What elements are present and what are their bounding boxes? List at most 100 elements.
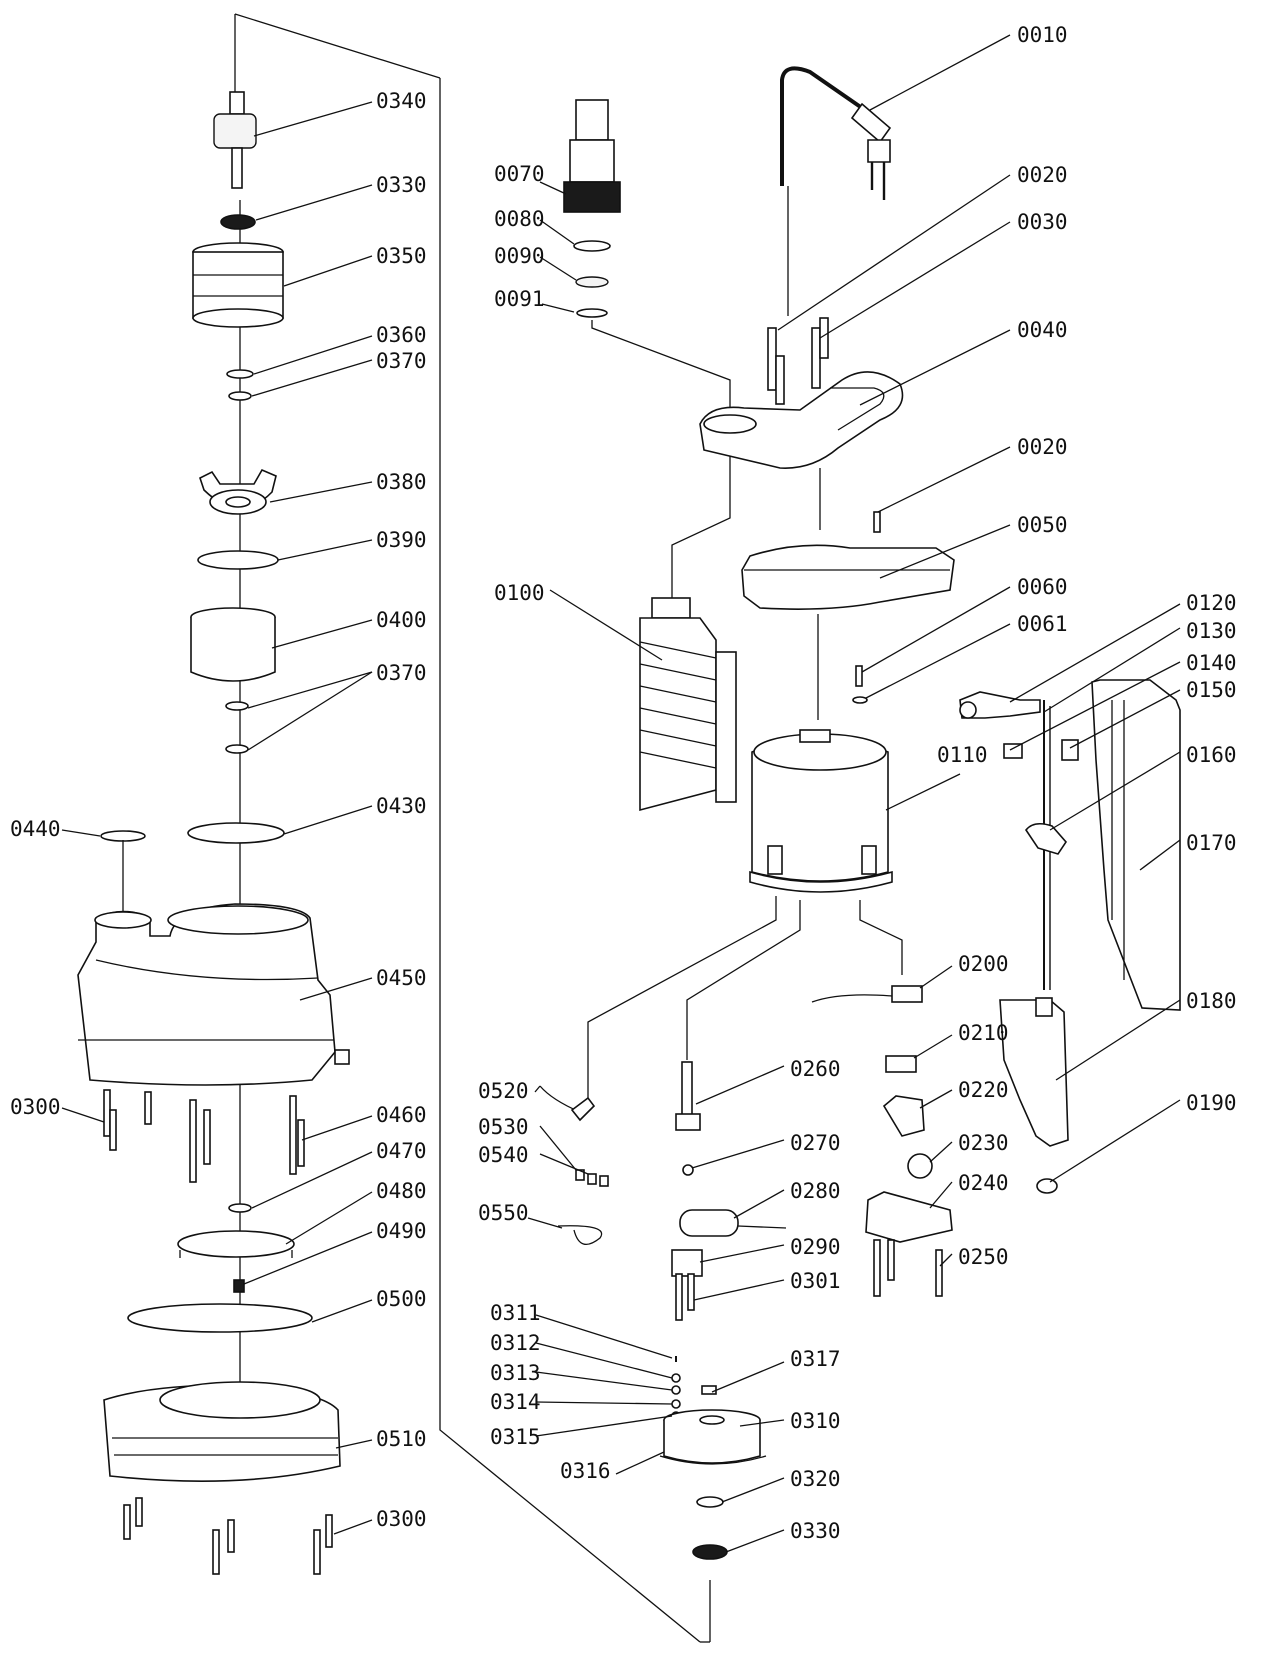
label-0250: 0250 [958,1245,1009,1269]
label-0280: 0280 [790,1179,841,1203]
label-0460: 0460 [376,1103,427,1127]
washer-0320 [696,1496,724,1508]
label-0100: 0100 [494,581,545,605]
label-0500: 0500 [376,1287,427,1311]
label-0390: 0390 [376,528,427,552]
bearing-0330-bottom [692,1544,728,1560]
label-0080: 0080 [494,207,545,231]
seal-0080 [573,240,611,252]
label-0030: 0030 [1017,210,1068,234]
disc-0480 [177,1230,295,1258]
part-0230 [907,1153,933,1179]
seal-0090 [575,276,609,288]
part-0210 [885,1055,917,1073]
washer-0360 [226,369,254,379]
washer-0061 [852,696,868,704]
clip-0140 [1003,743,1023,759]
label-0360: 0360 [376,323,427,347]
label-0550: 0550 [478,1201,529,1225]
label-0020-a: 0020 [1017,163,1068,187]
sleeve-0400 [190,607,276,682]
cover-0050 [741,544,955,720]
label-0340: 0340 [376,89,427,113]
assembly-frame-lines [234,13,711,1643]
screw-0060 [855,665,863,687]
label-0190: 0190 [1186,1091,1237,1115]
label-0480: 0480 [376,1179,427,1203]
label-0312: 0312 [490,1331,541,1355]
label-0140: 0140 [1186,651,1237,675]
shaft-0340 [213,91,257,189]
label-0270: 0270 [790,1131,841,1155]
label-0260: 0260 [790,1057,841,1081]
label-0320: 0320 [790,1467,841,1491]
label-0110: 0110 [937,743,988,767]
label-0090: 0090 [494,244,545,268]
float-ribs [639,641,717,769]
float-cover-0170 [1091,679,1181,1011]
label-0230: 0230 [958,1131,1009,1155]
label-0120: 0120 [1186,591,1237,615]
screws-0300-0460 [103,1089,305,1183]
label-0160: 0160 [1186,743,1237,767]
screws-0300-bottom [123,1497,333,1575]
parts-0530-0540 [575,1169,609,1187]
screws-0020-0030 [767,317,829,405]
label-0317: 0317 [790,1347,841,1371]
motor-housing-0110 [587,729,903,1112]
label-0400: 0400 [376,608,427,632]
capacitor-0280 [679,1209,787,1237]
label-0020-b: 0020 [1017,435,1068,459]
washer-0370-b [225,701,249,711]
label-0370-a: 0370 [376,349,427,373]
label-0200: 0200 [958,952,1009,976]
label-0510: 0510 [376,1427,427,1451]
ring-0440 [100,830,146,842]
clip-0150 [1061,739,1079,761]
label-0470: 0470 [376,1139,427,1163]
part-0260 [675,1061,701,1131]
label-0220: 0220 [958,1078,1009,1102]
label-0311: 0311 [490,1301,541,1325]
power-cable-0010 [780,66,892,316]
label-0540: 0540 [478,1143,529,1167]
label-0170: 0170 [1186,831,1237,855]
screws-0301 [675,1273,695,1321]
label-0210: 0210 [958,1021,1009,1045]
label-0300-a: 0300 [10,1095,61,1119]
label-0530: 0530 [478,1115,529,1139]
part-0290 [671,1249,703,1277]
label-0060: 0060 [1017,575,1068,599]
label-0040: 0040 [1017,318,1068,342]
washer-0370-c [225,744,249,754]
label-0310: 0310 [790,1409,841,1433]
label-0061: 0061 [1017,612,1068,636]
seal-0091 [576,308,608,318]
label-0050: 0050 [1017,513,1068,537]
top-cover-0040 [699,371,904,530]
washer-0370-a [228,391,252,401]
leader-lines [61,34,1181,1553]
switch-0200 [811,985,923,1003]
ring-0390 [197,550,279,570]
label-0350: 0350 [376,244,427,268]
seal-ring-0430 [187,822,285,844]
outlet-fitting-0070 [563,99,731,600]
label-0330-b: 0330 [790,1519,841,1543]
bearing-0330-top [220,214,256,230]
screws-0250 [873,1239,943,1297]
float-switch-0100 [639,597,737,812]
right-stack [539,66,1181,1560]
part-0220 [882,1095,925,1137]
part-0240 [865,1191,953,1243]
part-0270 [682,1164,694,1176]
label-0330-a: 0330 [376,173,427,197]
part-0520 [539,1085,596,1122]
base-0510 [103,1381,341,1482]
label-0440: 0440 [10,817,61,841]
clamp-0160 [1025,822,1068,855]
motor-base-0310 [659,1409,767,1465]
label-0070: 0070 [494,162,545,186]
